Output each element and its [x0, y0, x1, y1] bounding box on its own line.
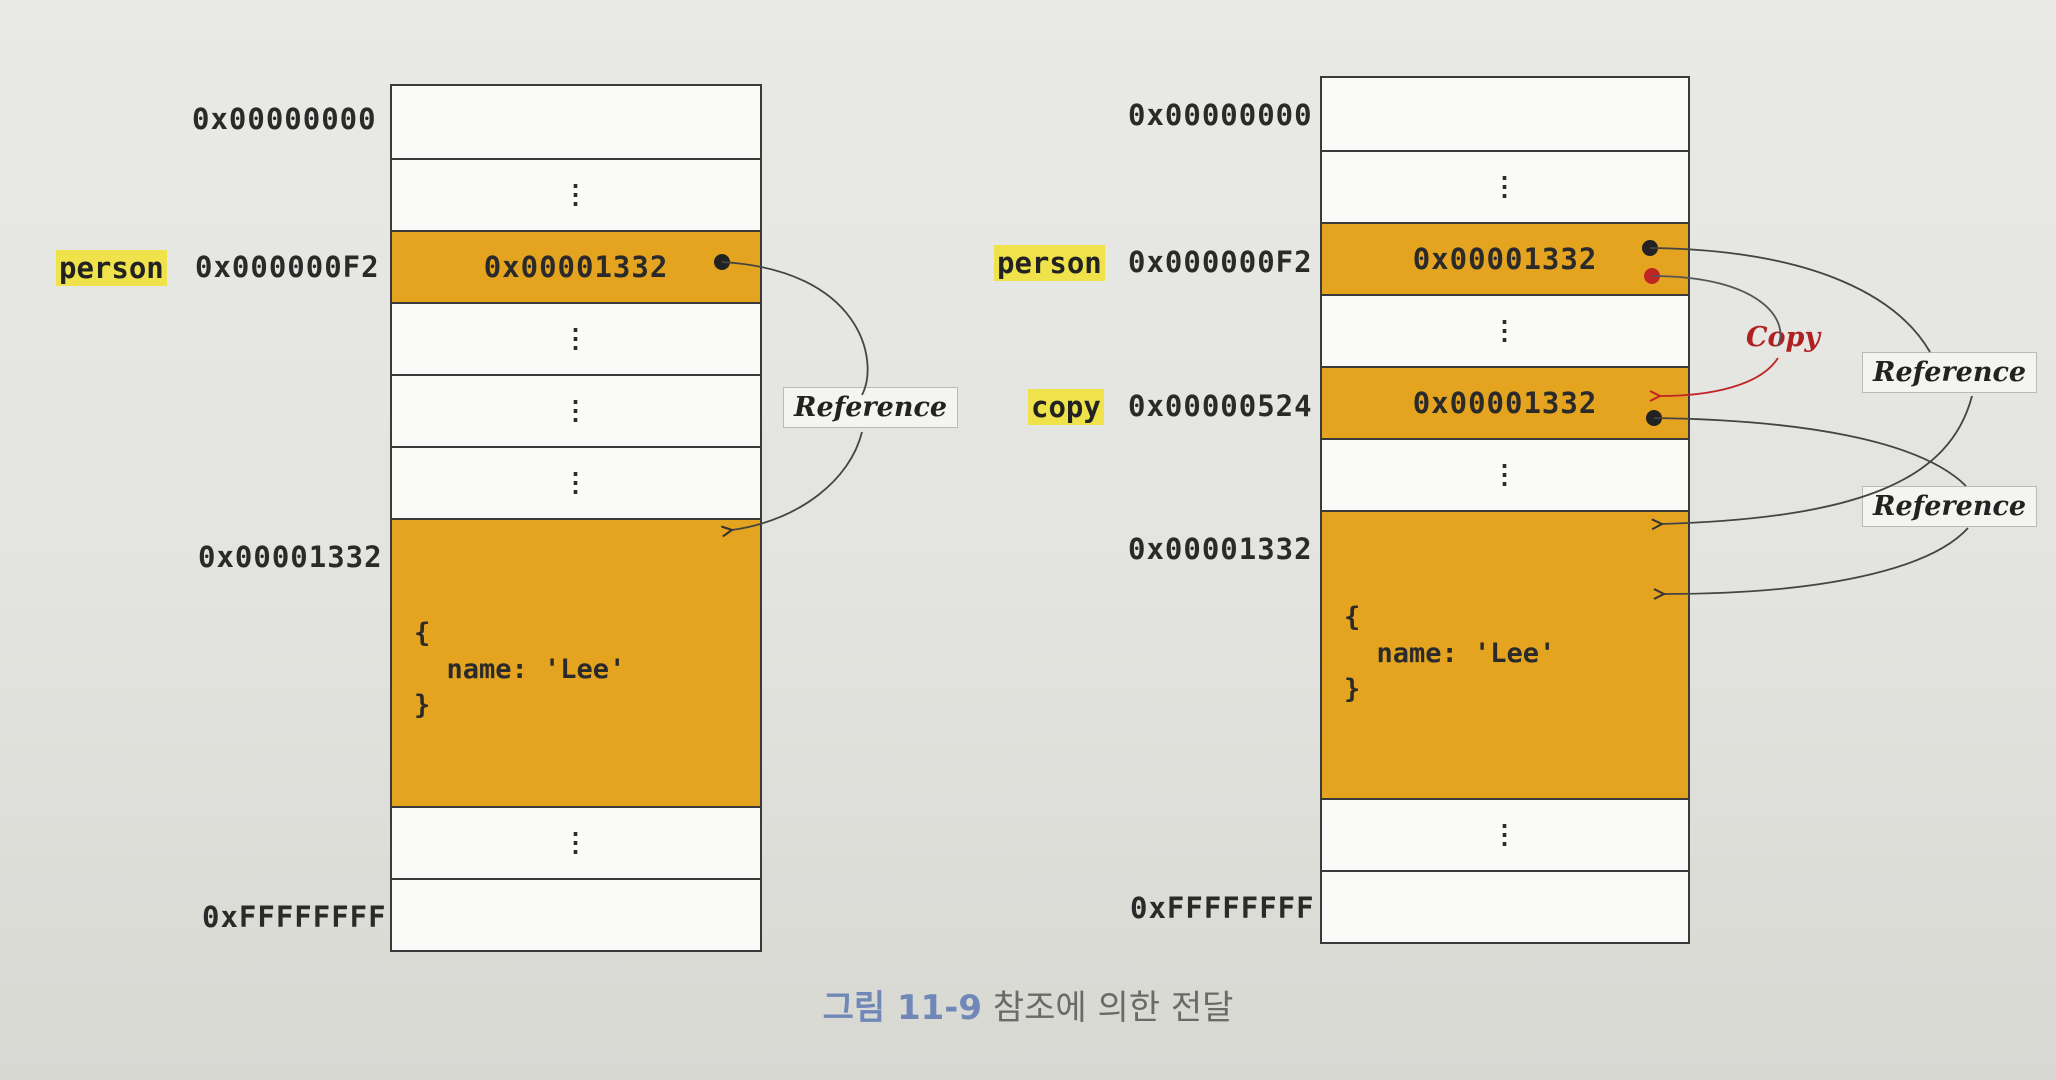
right-address-copy: 0x00000524	[1128, 389, 1313, 423]
copy-cell: 0x00001332	[1322, 366, 1688, 438]
ellipsis-icon: ⋮	[562, 396, 590, 426]
object-cell: { name: 'Lee' }	[392, 518, 760, 806]
memory-cell: ⋮	[392, 446, 760, 518]
memory-cell: ⋮	[1322, 294, 1688, 366]
right-address-person: 0x000000F2	[1128, 245, 1313, 279]
person-reference-arrow	[1642, 240, 1973, 524]
ellipsis-icon: ⋮	[562, 828, 590, 858]
figure-caption: 그림 11-9 참조에 의한 전달	[0, 980, 2056, 1029]
person-cell-value: 0x00001332	[483, 250, 669, 284]
memory-cell: ⋮	[392, 374, 760, 446]
ellipsis-icon: ⋮	[562, 468, 590, 498]
figure-title: 참조에 의한 전달	[992, 988, 1234, 1028]
ellipsis-icon: ⋮	[562, 324, 590, 354]
memory-cell: ⋮	[1322, 150, 1688, 222]
memory-cell: ⋮	[392, 158, 760, 230]
memory-cell: ⋮	[1322, 798, 1688, 870]
object-cell: { name: 'Lee' }	[1322, 510, 1688, 798]
person-cell-value: 0x00001332	[1412, 242, 1598, 276]
person-cell: 0x00001332	[392, 230, 760, 302]
memory-cell: ⋮	[1322, 438, 1688, 510]
ellipsis-icon: ⋮	[562, 180, 590, 210]
copy-arrow	[1644, 268, 1782, 396]
right-reference-label-1: Reference	[1862, 352, 2038, 393]
ellipsis-icon: ⋮	[1491, 316, 1519, 346]
right-reference-label-2: Reference	[1862, 486, 2038, 527]
right-memory-block: ⋮ 0x00001332 ⋮ 0x00001332 ⋮ { name: 'Lee…	[1320, 76, 1690, 944]
memory-cell	[392, 878, 760, 952]
right-variable-person: person	[994, 245, 1105, 281]
object-literal: { name: 'Lee' }	[414, 618, 626, 721]
left-memory-block: ⋮ 0x00001332 ⋮ ⋮ ⋮ { name: 'Lee' } ⋮	[390, 84, 762, 952]
memory-cell: ⋮	[392, 302, 760, 374]
left-address-start: 0x00000000	[192, 102, 377, 136]
left-address-object: 0x00001332	[198, 540, 383, 574]
copy-cell-value: 0x00001332	[1412, 386, 1598, 420]
left-reference-arrow	[714, 254, 869, 530]
right-address-object: 0x00001332	[1128, 532, 1313, 566]
figure-number: 그림 11-9	[822, 988, 983, 1028]
ellipsis-icon: ⋮	[1491, 820, 1519, 850]
ellipsis-icon: ⋮	[1491, 460, 1519, 490]
memory-cell	[1322, 870, 1688, 944]
left-address-person: 0x000000F2	[195, 250, 380, 284]
person-cell: 0x00001332	[1322, 222, 1688, 294]
right-address-end: 0xFFFFFFFF	[1130, 891, 1315, 925]
left-address-end: 0xFFFFFFFF	[202, 900, 387, 934]
copy-label: Copy	[1746, 322, 1821, 353]
right-address-start: 0x00000000	[1128, 98, 1313, 132]
memory-cell: ⋮	[392, 806, 760, 878]
right-variable-copy: copy	[1028, 389, 1104, 425]
ellipsis-icon: ⋮	[1491, 172, 1519, 202]
left-reference-label: Reference	[783, 387, 959, 428]
object-literal: { name: 'Lee' }	[1344, 602, 1556, 705]
copy-reference-arrow	[1646, 410, 1969, 594]
left-variable-person: person	[56, 250, 167, 286]
